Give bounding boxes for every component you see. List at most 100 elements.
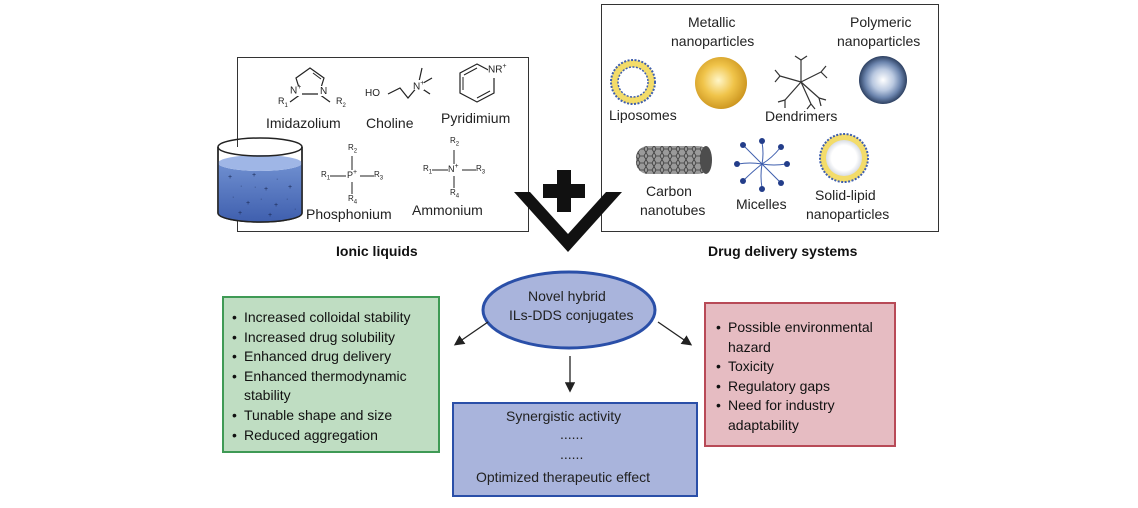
advantages-item-text: Enhanced thermodynamic — [244, 367, 407, 384]
polymeric-label-2: nanoparticles — [837, 33, 921, 49]
phosphonium-r4: R4 — [348, 194, 358, 206]
disadvantages-item: • Toxicity — [716, 357, 894, 377]
svg-text:+: + — [252, 172, 256, 179]
ionic-liquids-box — [237, 57, 529, 232]
carbon-nanotube-icon — [636, 146, 712, 174]
solid-lipid-label-2: nanoparticles — [806, 206, 890, 222]
svg-text:+: + — [274, 202, 278, 209]
svg-text:+: + — [268, 212, 272, 219]
svg-text:+: + — [228, 174, 232, 181]
phosphonium-label: Phosphonium — [306, 206, 392, 222]
svg-text:+: + — [288, 184, 292, 191]
liposome-icon — [610, 59, 656, 105]
bullet-icon: • — [716, 358, 721, 375]
disadvantages-item: • Possible environmental hazard — [716, 318, 894, 357]
choline-n-plus: N+ — [413, 80, 425, 93]
metallic-label-2: nanoparticles — [671, 33, 755, 49]
outcome-line-2: Optimized therapeutic effect — [476, 469, 651, 485]
bullet-icon: • — [232, 348, 237, 365]
imidazolium-n: N — [320, 86, 328, 97]
polymeric-label-1: Polymeric — [850, 14, 912, 30]
advantages-item: • Enhanced drug delivery — [232, 347, 438, 367]
bullet-icon: • — [232, 406, 237, 423]
disadvantages-item-text: adaptability — [728, 416, 799, 433]
advantages-item-text: Reduced aggregation — [244, 426, 378, 443]
carbon-label-2: nanotubes — [640, 202, 706, 218]
metallic-label-1: Metallic — [688, 14, 736, 30]
carbon-label-1: Carbon — [646, 183, 692, 199]
micelle-icon — [734, 138, 790, 192]
dendrimers-label: Dendrimers — [765, 108, 838, 124]
bullet-icon: • — [716, 397, 721, 414]
ammonium-r3: R3 — [476, 164, 486, 176]
arrow-right — [657, 321, 693, 346]
imidazolium-r1: R1 — [278, 96, 288, 109]
advantages-item: •Reduced aggregation — [232, 426, 438, 446]
disadvantages-item-text: Regulatory gaps — [728, 377, 830, 394]
phosphonium-r2: R2 — [348, 143, 358, 155]
imidazolium-structure — [289, 67, 331, 103]
svg-text:+: + — [264, 186, 268, 193]
arrow-left — [453, 321, 489, 346]
disadvantages-item: • Need for industry adaptability — [716, 396, 894, 435]
ammonium-r2: R2 — [450, 136, 460, 148]
outcome-dots-2: ...... — [560, 446, 584, 462]
phosphonium-r3: R3 — [374, 170, 384, 182]
ammonium-r1: R1 — [423, 164, 433, 176]
outcome-dots-1: ...... — [560, 426, 584, 442]
ammonium-r4: R4 — [450, 188, 460, 200]
advantages-item: • Enhanced thermodynamic stability — [232, 367, 438, 406]
svg-text:·: · — [240, 183, 242, 190]
imidazolium-r2: R2 — [336, 96, 346, 109]
advantages-item: • Increased drug solubility — [232, 328, 438, 348]
advantages-item-text: stability — [244, 387, 291, 404]
pyridinium-nr-plus: NR+ — [488, 63, 507, 76]
solid-lipid-label-1: Solid-lipid — [815, 187, 876, 203]
disadvantages-item: •Regulatory gaps — [716, 377, 894, 397]
hybrid-conjugates-ellipse — [481, 270, 657, 350]
bullet-icon: • — [232, 328, 237, 345]
pyridinium-label: Pyridimium — [441, 110, 511, 126]
svg-text:+: + — [246, 200, 250, 207]
svg-text:·: · — [232, 194, 234, 201]
svg-text:·: · — [260, 196, 262, 203]
ellipse-line-1: Novel hybrid — [528, 288, 606, 304]
ammonium-structure — [432, 150, 476, 188]
bullet-icon: • — [716, 319, 721, 335]
ammonium-label: Ammonium — [412, 202, 483, 218]
ionic-liquids-header: Ionic liquids — [336, 243, 418, 259]
advantages-item-text: Tunable shape and size — [244, 406, 393, 423]
micelles-label: Micelles — [736, 196, 787, 212]
disadvantages-item-text: Need for industry — [728, 397, 835, 414]
plus-merge-icon — [514, 170, 622, 252]
disadvantages-item-text: hazard — [728, 338, 771, 355]
liposomes-label: Liposomes — [609, 107, 677, 123]
advantages-item: • Tunable shape and size — [232, 406, 438, 426]
svg-text:·: · — [276, 176, 278, 183]
imidazolium-n-plus: N+ — [290, 84, 302, 97]
solid-lipid-nanoparticle-icon — [819, 133, 869, 183]
polymeric-nanoparticle-icon — [859, 56, 907, 104]
phosphonium-r1: R1 — [321, 170, 331, 182]
phosphonium-structure — [330, 156, 374, 194]
metallic-nanoparticle-icon — [695, 57, 747, 109]
beaker-icon: +·+ +·+ ·+· +·+ +·· — [217, 137, 303, 223]
disadvantages-item-text: Possible environmental — [728, 319, 873, 335]
arrows — [453, 321, 693, 393]
bullet-icon: • — [232, 367, 237, 384]
advantages-list: • Increased colloidal stability • Increased… — [232, 308, 438, 445]
choline-label: Choline — [366, 115, 414, 131]
advantages-item-text: Enhanced drug delivery — [244, 348, 392, 365]
ellipse-line-2: ILs-DDS conjugates — [509, 307, 634, 323]
disadvantages-item-text: Toxicity — [728, 358, 774, 375]
advantages-item-text: Increased colloidal stability — [244, 309, 411, 325]
drug-delivery-box — [601, 4, 939, 232]
choline-structure — [387, 67, 433, 99]
advantages-panel: • Increased colloidal stability • Increased… — [222, 296, 440, 453]
outcome-line-1: Synergistic activity — [506, 408, 622, 424]
svg-text:·: · — [294, 206, 296, 213]
advantages-item-text: Increased drug solubility — [244, 328, 395, 345]
ammonium-n-plus: N+ — [448, 163, 459, 174]
